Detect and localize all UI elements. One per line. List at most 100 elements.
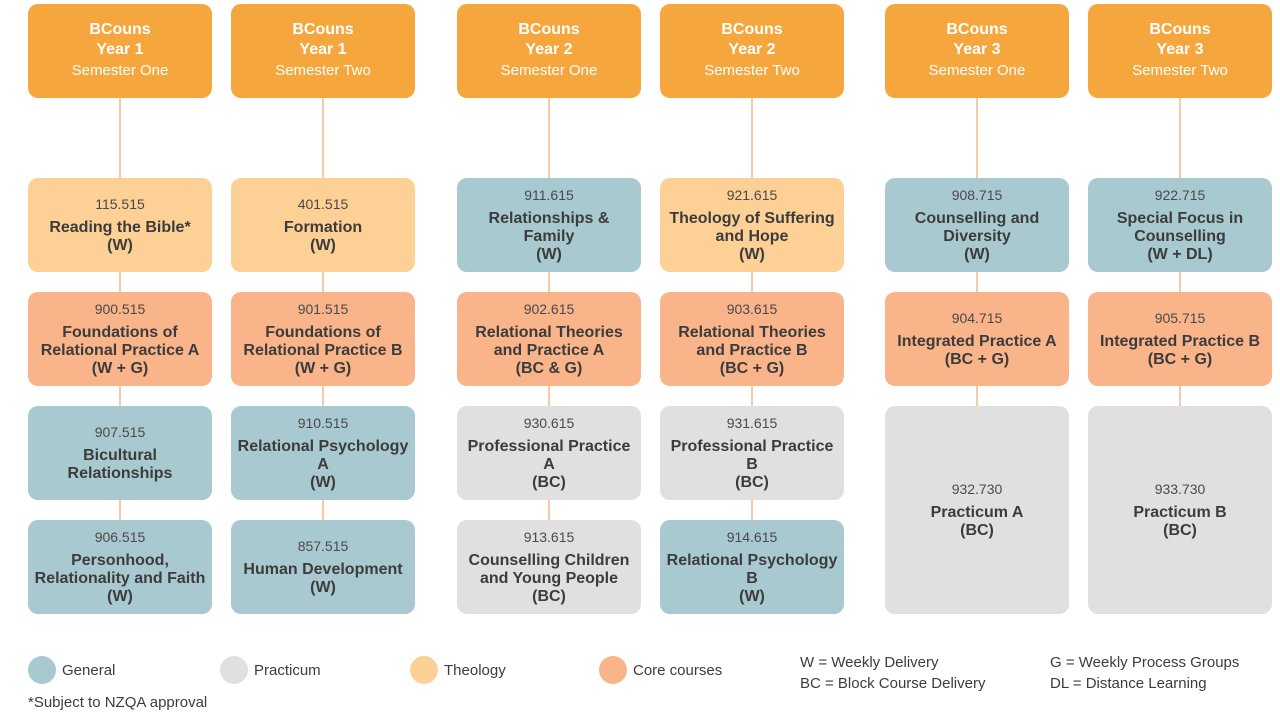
course-code: 115.515 [95, 196, 145, 212]
core-swatch [599, 656, 627, 684]
header-year: Year 3 [1156, 41, 1204, 58]
course-code: 932.730 [951, 481, 1003, 497]
course-code: 913.615 [523, 529, 575, 545]
course-title: Relationships & Family [488, 210, 610, 245]
course-delivery: (BC) [532, 474, 566, 491]
course-code: 914.615 [726, 529, 778, 545]
legend-general: General [28, 655, 115, 685]
header-programme: BCouns [89, 21, 151, 38]
course-title: Reading the Bible* [49, 219, 191, 236]
course-title: Foundations of Relational Practice A [40, 324, 200, 359]
course-title: Relational Psychology A [237, 438, 409, 473]
course-delivery: (W) [310, 474, 336, 491]
general-swatch [28, 656, 56, 684]
course-delivery: (BC + G) [1147, 351, 1213, 368]
course-delivery: (BC + G) [944, 351, 1010, 368]
legend-core: Core courses [599, 655, 722, 685]
legend-theology: Theology [410, 655, 506, 685]
course-title: Special Focus in Counselling [1116, 210, 1244, 245]
course-delivery: (W + G) [294, 360, 352, 377]
footnote: *Subject to NZQA approval [28, 694, 208, 711]
course-title: Professional Practice B [670, 438, 834, 473]
course-title: Counselling Children and Young People [468, 552, 630, 587]
header-programme: BCouns [518, 21, 580, 38]
header-semester: Semester Two [275, 62, 371, 79]
course-title: Theology of Suffering and Hope [669, 210, 835, 245]
course-delivery: (W) [310, 579, 336, 596]
course-delivery: (BC + G) [719, 360, 785, 377]
course-delivery: (W) [310, 237, 336, 254]
legend-theology-label: Theology [444, 661, 506, 679]
legend-general-label: General [62, 661, 116, 679]
header-semester: Semester One [71, 62, 169, 79]
course-title: Practicum B [1133, 504, 1227, 521]
header-semester: Semester One [500, 62, 598, 79]
course-code: 921.615 [726, 187, 778, 203]
course-code: 911.615 [524, 187, 574, 203]
course-delivery: (W + DL) [1147, 246, 1213, 263]
header-semester: Semester Two [1132, 62, 1228, 79]
course-code: 401.515 [297, 196, 349, 212]
course-code: 902.615 [523, 301, 575, 317]
header-programme: BCouns [292, 21, 354, 38]
course-delivery: (BC) [1163, 522, 1197, 539]
course-delivery: (BC) [532, 588, 566, 605]
header-year: Year 1 [299, 41, 347, 58]
course-code: 933.730 [1154, 481, 1206, 497]
course-delivery: (W) [964, 246, 990, 263]
course-title: Human Development [243, 561, 403, 578]
legend-practicum-label: Practicum [254, 661, 321, 679]
course-code: 901.515 [297, 301, 349, 317]
course-title: Personhood, Relationality and Faith [34, 552, 206, 587]
key-process-groups: G = Weekly Process Groups [1050, 654, 1240, 671]
key-distance-learning: DL = Distance Learning [1050, 675, 1207, 692]
course-delivery: (BC & G) [515, 360, 583, 377]
header-semester: Semester One [928, 62, 1026, 79]
course-title: Relational Theories and Practice A [475, 324, 623, 359]
course-title: Integrated Practice A [897, 333, 1057, 350]
legend-practicum: Practicum [220, 655, 321, 685]
course-code: 908.715 [951, 187, 1003, 203]
course-delivery: (BC) [735, 474, 769, 491]
course-title: Foundations of Relational Practice B [243, 324, 403, 359]
course-delivery: (W) [107, 237, 133, 254]
header-programme: BCouns [721, 21, 783, 38]
header-year: Year 2 [728, 41, 776, 58]
course-code: 931.615 [726, 415, 778, 431]
course-delivery: (BC) [960, 522, 994, 539]
course-title: Relational Psychology B [666, 552, 838, 587]
course-code: 930.615 [523, 415, 575, 431]
course-title: Professional Practice A [467, 438, 631, 473]
key-block-course: BC = Block Course Delivery [800, 675, 986, 692]
course-code: 900.515 [94, 301, 146, 317]
course-code: 905.715 [1154, 310, 1206, 326]
course-title: Bicultural Relationships [67, 447, 173, 482]
header-year: Year 2 [525, 41, 573, 58]
course-code: 910.515 [297, 415, 349, 431]
course-title: Integrated Practice B [1099, 333, 1261, 350]
